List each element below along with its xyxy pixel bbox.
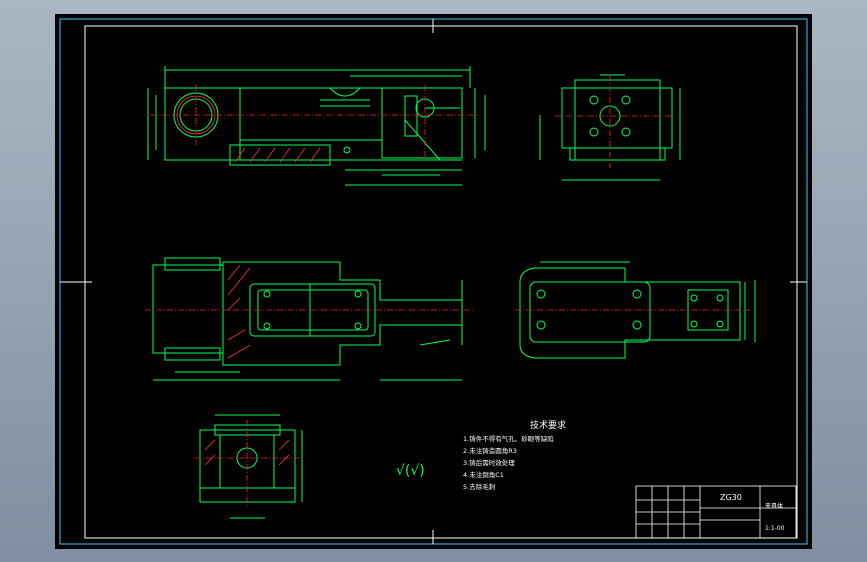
front-view xyxy=(147,66,486,186)
technical-requirements-title: 技术要求 xyxy=(530,419,566,431)
requirement-item: 4.未注倒角C1 xyxy=(463,470,504,479)
surface-roughness-symbol: √(√) xyxy=(396,463,425,479)
auxiliary-view xyxy=(519,261,756,359)
front-view-centerlines xyxy=(150,85,480,160)
requirements-list: 1.铸件不得有气孔、砂眼等缺陷 2.未注铸造圆角R3 3.铸后需时效处理 4.未… xyxy=(463,434,554,491)
requirement-item: 2.未注铸造圆角R3 xyxy=(463,446,517,455)
title-block-material: ZG30 xyxy=(720,493,742,502)
requirement-item: 5.去除毛刺 xyxy=(463,482,495,491)
title-block xyxy=(635,485,797,539)
title-block-drawing-no: 1:1-00 xyxy=(765,525,785,532)
side-view-centerlines xyxy=(555,75,675,168)
requirement-item: 3.铸后需时效处理 xyxy=(463,458,515,467)
top-view-hatch xyxy=(227,264,251,359)
section-view-centerlines xyxy=(195,420,300,508)
centering-marks xyxy=(60,19,807,544)
title-block-part-name: 夹具体 xyxy=(765,502,783,510)
top-view xyxy=(152,257,463,381)
requirement-item: 1.铸件不得有气孔、砂眼等缺陷 xyxy=(463,434,554,443)
section-view-hatch xyxy=(204,439,290,466)
section-view xyxy=(199,414,303,519)
